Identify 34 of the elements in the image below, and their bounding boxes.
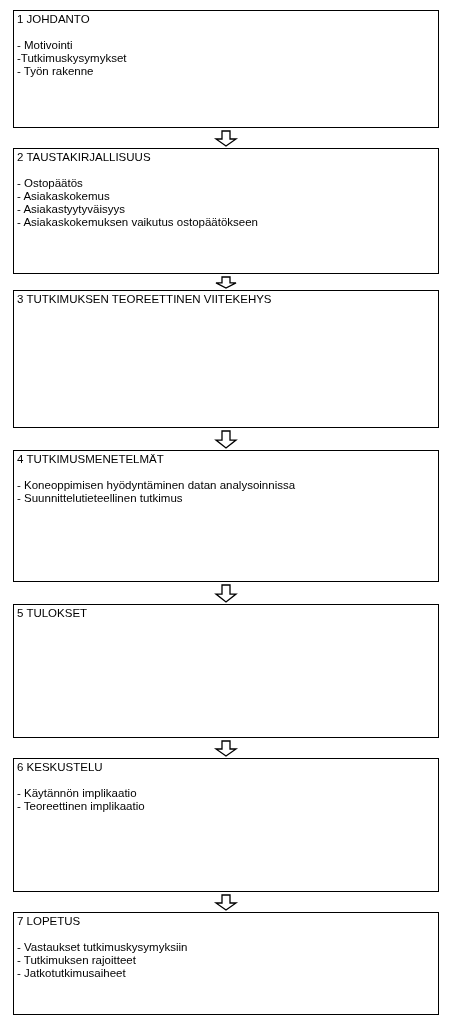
section-heading: 6 KESKUSTELU — [17, 761, 103, 773]
list-item: - Asiakaskokemuksen vaikutus ostopäätökseen — [17, 216, 258, 228]
list-item: - Vastaukset tutkimuskysymyksiin — [17, 941, 188, 953]
section-box — [13, 912, 439, 1015]
list-item: - Koneoppimisen hyödyntäminen datan analysoinnissa — [17, 479, 296, 491]
section-box — [13, 758, 439, 892]
section-box — [13, 604, 439, 738]
section-heading: 1 JOHDANTO — [17, 13, 90, 25]
list-item: - Käytännön implikaatio — [17, 787, 137, 799]
block-arrow — [214, 430, 238, 449]
section-heading: 2 TAUSTAKIRJALLISUUS — [17, 151, 151, 163]
section-box — [13, 450, 439, 582]
section-box — [13, 290, 439, 428]
list-item: - Teoreettinen implikaatio — [17, 800, 145, 812]
list-item: - Tutkimuksen rajoitteet — [17, 954, 136, 966]
list-item: - Jatkotutkimusaiheet — [17, 967, 126, 979]
section-heading: 5 TULOKSET — [17, 607, 88, 619]
list-item: - Ostopäätös — [17, 177, 83, 189]
list-item: - Suunnittelutieteellinen tutkimus — [17, 492, 183, 504]
block-arrow — [213, 130, 239, 147]
section-heading: 4 TUTKIMUSMENETELMÄT — [17, 453, 164, 465]
list-item: - Motivointi — [17, 39, 73, 51]
block-arrow — [214, 584, 238, 603]
list-item: -Tutkimuskysymykset — [17, 52, 127, 64]
list-item: - Asiakaskokemus — [17, 190, 110, 202]
list-item: - Työn rakenne — [17, 65, 94, 77]
section-box — [13, 10, 439, 128]
section-heading: 7 LOPETUS — [17, 915, 81, 927]
block-arrow — [213, 894, 239, 911]
section-heading: 3 TUTKIMUKSEN TEOREETTINEN VIITEKEHYS — [17, 293, 272, 305]
block-arrow — [215, 276, 237, 289]
section-box — [13, 148, 439, 274]
block-arrow — [213, 740, 239, 757]
list-item: - Asiakastyytyväisyys — [17, 203, 125, 215]
